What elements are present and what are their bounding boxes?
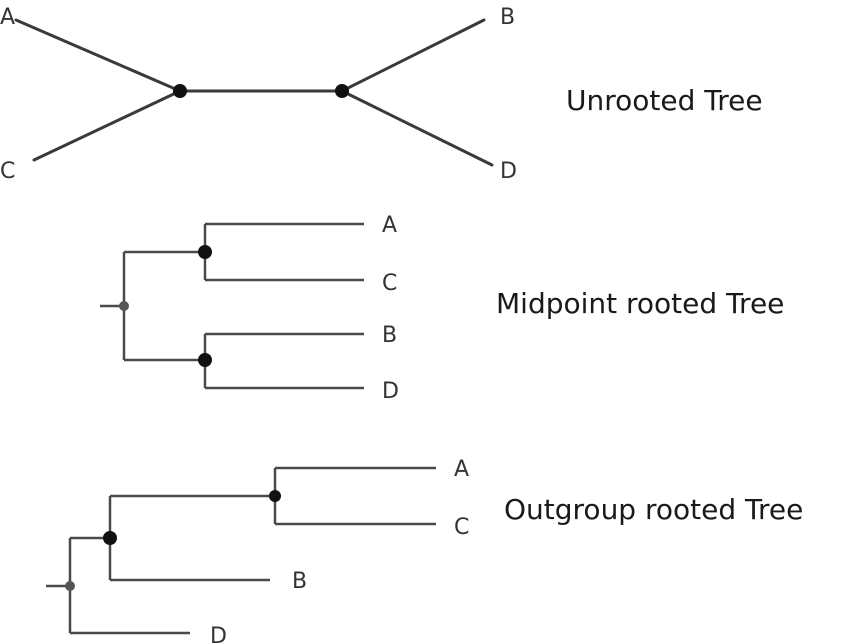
midpoint-root-node <box>119 301 129 311</box>
unrooted-tree: A C B D Unrooted Tree <box>0 5 763 184</box>
unrooted-branch-b <box>340 18 486 93</box>
outgroup-leaf-a: A <box>454 457 469 482</box>
unrooted-leaf-c: C <box>0 159 15 184</box>
midpoint-node-lower <box>198 353 212 367</box>
outgroup-rooted-tree: A C B D Outgroup rooted Tree <box>46 457 803 644</box>
outgroup-leaf-b: B <box>292 569 307 594</box>
outgroup-leaf-c: C <box>454 515 469 540</box>
midpoint-node-upper <box>198 245 212 259</box>
unrooted-tree-title: Unrooted Tree <box>566 84 763 117</box>
unrooted-branch-a <box>14 18 182 93</box>
midpoint-leaf-c: C <box>382 271 397 296</box>
unrooted-branch-c <box>32 89 182 162</box>
midpoint-rooted-tree: A C B D Midpoint rooted Tree <box>100 213 784 404</box>
midpoint-leaf-a: A <box>382 213 397 238</box>
outgroup-node-abc <box>103 531 117 545</box>
midpoint-leaf-d: D <box>382 379 399 404</box>
outgroup-root-node <box>65 581 75 591</box>
midpoint-leaf-b: B <box>382 323 397 348</box>
unrooted-node-right <box>335 84 349 98</box>
unrooted-branch-d <box>340 89 494 167</box>
outgroup-tree-title: Outgroup rooted Tree <box>504 493 803 526</box>
unrooted-leaf-a: A <box>0 5 15 30</box>
outgroup-leaf-d: D <box>210 624 227 644</box>
unrooted-node-left <box>173 84 187 98</box>
unrooted-leaf-d: D <box>500 159 517 184</box>
unrooted-leaf-b: B <box>500 5 515 30</box>
midpoint-tree-title: Midpoint rooted Tree <box>496 287 784 320</box>
outgroup-node-ac <box>269 490 281 502</box>
